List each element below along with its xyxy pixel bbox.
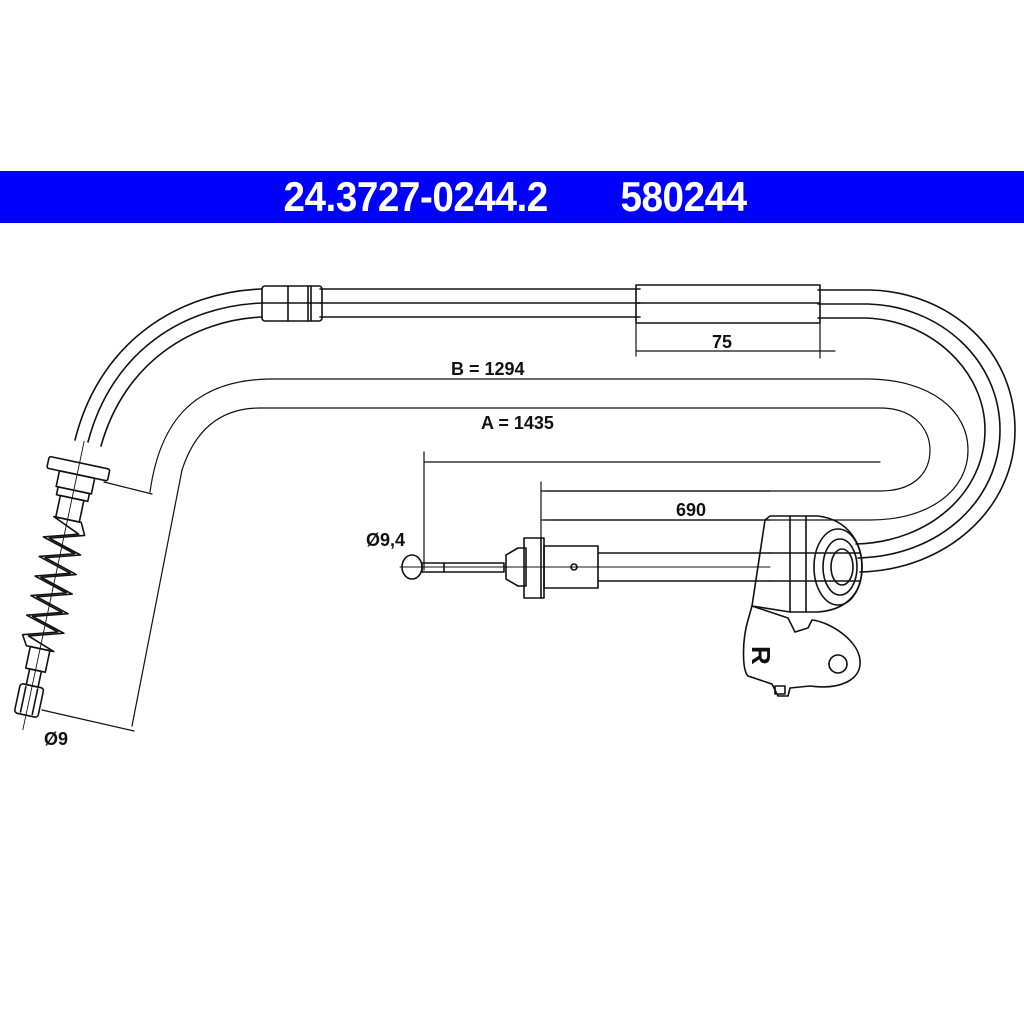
dimension-75: 75 — [712, 332, 732, 352]
ball-end-fitting — [399, 537, 771, 599]
bracket-marking: R — [746, 646, 776, 665]
sleeve — [635, 284, 821, 324]
dimension-lines — [41, 322, 969, 732]
cable-sheath — [74, 288, 1016, 573]
left-end-fitting — [13, 440, 111, 731]
mounting-bracket — [742, 515, 863, 697]
ball-end-diameter: Ø9,4 — [366, 530, 405, 550]
dimension-a: A = 1435 — [481, 413, 554, 433]
part-number-banner: 24.3727-0244.2 580244 — [0, 171, 1024, 223]
dimension-b: B = 1294 — [451, 359, 525, 379]
barrel-end-diameter: Ø9 — [44, 729, 68, 749]
part-number: 24.3727-0244.2 — [283, 173, 548, 220]
top-fitting — [261, 285, 323, 322]
reference-number: 580244 — [620, 173, 748, 220]
dimension-690: 690 — [676, 500, 706, 520]
